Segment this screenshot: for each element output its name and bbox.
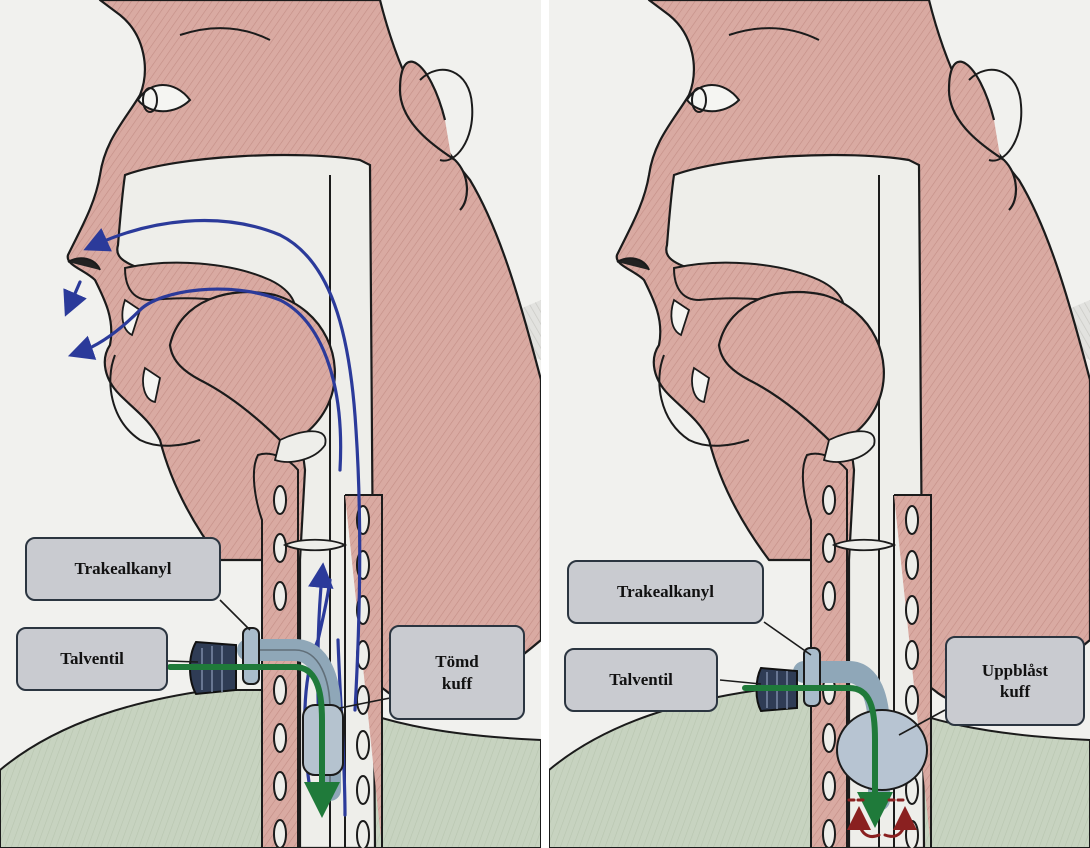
callout-trachea-cannula: Trakealkanyl — [567, 560, 764, 624]
left-panel-deflated-cuff: Trakealkanyl Talventil Tömd kuff — [0, 0, 541, 848]
callout-inflated-cuff: Uppblåst kuff — [945, 636, 1085, 726]
callout-deflated-cuff: Tömd kuff — [389, 625, 525, 720]
airflow-arrow-nostril — [70, 282, 80, 305]
callout-trachea-cannula: Trakealkanyl — [25, 537, 221, 601]
callout-speaking-valve: Talventil — [564, 648, 718, 712]
callout-speaking-valve-label: Talventil — [609, 669, 673, 690]
callout-deflated-cuff-line1: Tömd — [435, 651, 478, 672]
panel-divider — [541, 0, 549, 848]
left-anatomy-illustration — [0, 0, 541, 848]
callout-speaking-valve-label: Talventil — [60, 648, 124, 669]
right-panel-inflated-cuff: Trakealkanyl Talventil Uppblåst kuff — [549, 0, 1090, 848]
callout-inflated-cuff-line2: kuff — [1000, 681, 1030, 702]
callout-inflated-cuff-line1: Uppblåst — [982, 660, 1048, 681]
callout-trachea-cannula-label: Trakealkanyl — [617, 581, 714, 602]
callout-deflated-cuff-line2: kuff — [442, 673, 472, 694]
callout-trachea-cannula-label: Trakealkanyl — [75, 558, 172, 579]
inflated-cuff — [837, 710, 927, 790]
callout-speaking-valve: Talventil — [16, 627, 168, 691]
